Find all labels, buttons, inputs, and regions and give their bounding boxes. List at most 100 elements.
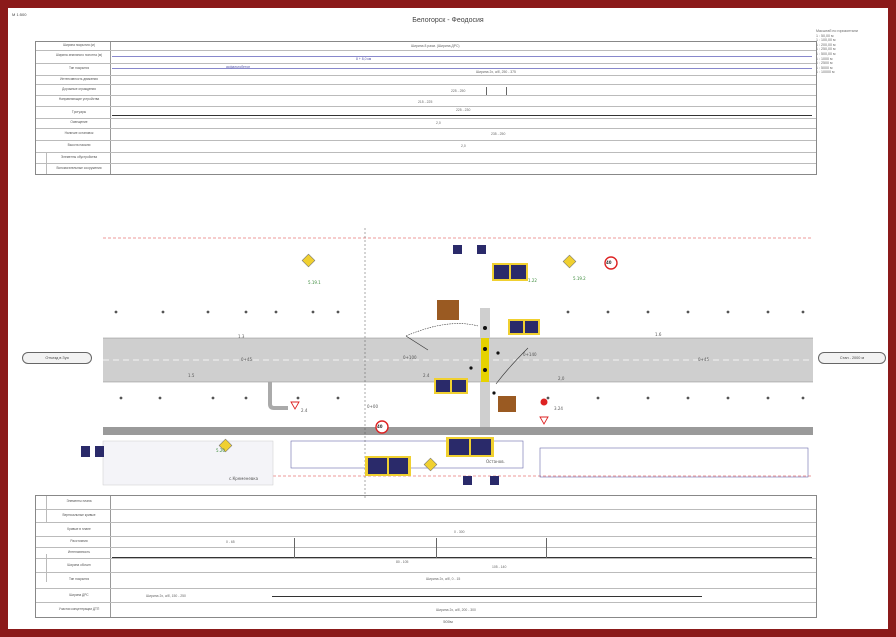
cross-road bbox=[480, 308, 490, 338]
table-row: Тротуары 225 - 230 bbox=[36, 106, 816, 119]
speed-limit-value: 40 bbox=[377, 424, 383, 429]
table-row: Ширина ДРС Ширина 2х, а/б, 150 - 250 bbox=[36, 588, 816, 603]
segment-tick bbox=[546, 538, 547, 558]
cell-value: 235 - 250 bbox=[491, 132, 506, 136]
table-row: Наличие остановок 235 - 250 bbox=[36, 128, 816, 141]
sign-code: 5.19.2 bbox=[573, 276, 586, 281]
scale-legend-item: 1 : 1000 м bbox=[816, 56, 833, 61]
scale-legend-title: Масштаб по горизонтали bbox=[816, 29, 858, 33]
cell-value: Ширина 2х, а/б, 250 - 375 bbox=[476, 70, 516, 74]
crosswalk-sign-group bbox=[434, 378, 468, 394]
scale-legend-item: 1 : 5000 м bbox=[816, 65, 833, 70]
footer-scale: 500м bbox=[443, 619, 453, 624]
distance-label: 0+45 bbox=[241, 357, 252, 362]
sidewalk-line bbox=[112, 115, 812, 116]
segment-tick bbox=[294, 538, 295, 558]
crosswalk-sign-group bbox=[508, 319, 540, 335]
scale-legend-item: 1 : 100,00 м bbox=[816, 38, 836, 43]
cell-value: 0 - 65 bbox=[226, 540, 235, 544]
info-sign bbox=[453, 245, 462, 254]
row-label: Тип покрытия bbox=[68, 66, 90, 70]
row-label: Тротуары bbox=[71, 110, 87, 114]
row-label: Кривые в плане bbox=[67, 527, 91, 531]
row-label: Освещение bbox=[70, 120, 88, 124]
traffic-light-points bbox=[469, 326, 500, 395]
scale-legend: Масштаб по горизонтали 1 : 50,00 м 1 : 1… bbox=[816, 29, 858, 75]
top-data-table: Ширина покрытия (м) Ширина 8 разм. (Шири… bbox=[35, 41, 817, 175]
scale-legend-item: 1 : 50,00 м bbox=[816, 33, 834, 38]
crosswalk-sign-group bbox=[365, 456, 411, 476]
cell-value: Ширина 2х, а/б, 150 - 250 bbox=[146, 594, 186, 598]
scale-legend-item: 1 : 200,00 м bbox=[816, 42, 836, 47]
yield-sign bbox=[290, 401, 300, 410]
segment-tick bbox=[436, 538, 437, 558]
table-row: Тип покрытия асфальтобетон bbox=[36, 63, 816, 76]
distance-label: 0+45 bbox=[698, 357, 709, 362]
info-sign bbox=[490, 476, 499, 485]
distance-label: 1.6 bbox=[655, 332, 662, 337]
profile-line bbox=[112, 557, 812, 558]
cell-value: 225 - 230 bbox=[456, 108, 471, 112]
row-label: Элементы плана bbox=[66, 499, 92, 503]
sheet-id: М 1:500 bbox=[12, 12, 27, 17]
surface-line bbox=[112, 68, 812, 69]
table-row: Высота насыпи 2,0 bbox=[36, 140, 816, 153]
drawing-sheet: М 1:500 Белогорск - Феодосия Масштаб по … bbox=[8, 8, 888, 629]
side-branch bbox=[268, 382, 288, 410]
road-plan-view bbox=[81, 228, 813, 498]
distance-label: 2,0 bbox=[558, 376, 565, 381]
table-row: Кривые в плане 0 - 300 bbox=[36, 522, 816, 537]
crosswalk-sign-group bbox=[492, 263, 528, 281]
km-marker: 0+00 bbox=[367, 404, 378, 409]
width-line bbox=[272, 596, 702, 597]
row-label: Ширина обочин bbox=[67, 563, 91, 567]
table-row: Дорожные ограждения 225 - 250 bbox=[36, 84, 816, 96]
building bbox=[437, 300, 459, 320]
info-sign bbox=[477, 245, 486, 254]
bottom-data-table: Элементы плана Вертикальные кривые Кривы… bbox=[35, 495, 817, 618]
table-row: Интенсивность движения Ширина 2х, а/б, 2… bbox=[36, 70, 816, 85]
sign-code: 5.20 bbox=[216, 448, 225, 453]
sign-code: 1.22 bbox=[528, 278, 537, 283]
cell-value: 0 - 300 bbox=[454, 530, 465, 534]
cell-value: 2,0 bbox=[436, 121, 441, 125]
cell-value: 8 + 8,0 км bbox=[356, 57, 372, 61]
row-label: Направляющие устройства bbox=[58, 97, 100, 101]
table-row: Элементы обустройства bbox=[36, 152, 816, 164]
cell-value: 2,0 bbox=[461, 144, 466, 148]
village-label: с.Кременевка bbox=[229, 476, 259, 481]
table-row: Элементы плана bbox=[36, 496, 816, 509]
speed-limit-sign bbox=[375, 420, 389, 434]
table-row: Участки концентрации ДТП Ширина 2х, а/б,… bbox=[36, 602, 816, 618]
table-row: Интенсивность 80 - 105 bbox=[36, 538, 816, 564]
table-row: Направляющие устройства 215 - 225 bbox=[36, 95, 816, 107]
marker-tick bbox=[506, 87, 507, 95]
bus-stop-label: Останов. bbox=[486, 459, 505, 464]
speed-limit-sign bbox=[604, 256, 618, 270]
row-label: Высота насыпи bbox=[67, 143, 91, 147]
sign-code: 3.24 bbox=[554, 406, 563, 411]
row-label: Расстояния bbox=[70, 539, 88, 543]
crosswalk-sign-group bbox=[446, 437, 494, 457]
speed-limit-value: 40 bbox=[606, 260, 612, 265]
scale-legend-item: 1 : 250,00 м bbox=[816, 47, 836, 52]
row-label: Дорожные ограждения bbox=[62, 87, 96, 91]
row-label: Наличие остановок bbox=[64, 131, 94, 135]
table-row: Освещение 2,0 bbox=[36, 118, 816, 129]
cell-value: Ширина 2х, а/б, 0 - 15 bbox=[426, 577, 461, 581]
sign-code: 2.4 bbox=[301, 408, 308, 413]
priority-road-sign bbox=[423, 457, 438, 472]
priority-road-sign bbox=[301, 253, 316, 268]
row-label: Ширина ДРС bbox=[69, 593, 89, 597]
right-direction-label: Стан - 2000 м bbox=[818, 352, 886, 364]
cross-road bbox=[480, 382, 490, 427]
route-sign bbox=[81, 446, 90, 457]
table-row: Ширина покрытия (м) Ширина 8 разм. (Шири… bbox=[36, 42, 816, 50]
sign-code: 5.19.1 bbox=[308, 280, 321, 285]
scale-legend-item: 1 : 10000 м bbox=[816, 70, 835, 75]
distance-label: 2.4 bbox=[423, 373, 430, 378]
cell-value: Ширина 8 разм. (Ширина ДРС) bbox=[411, 44, 460, 48]
table-row: Вспомогательные сооружения bbox=[36, 163, 816, 175]
row-label: Интенсивность движения bbox=[60, 77, 98, 81]
row-label: Вертикальные кривые bbox=[62, 513, 96, 517]
